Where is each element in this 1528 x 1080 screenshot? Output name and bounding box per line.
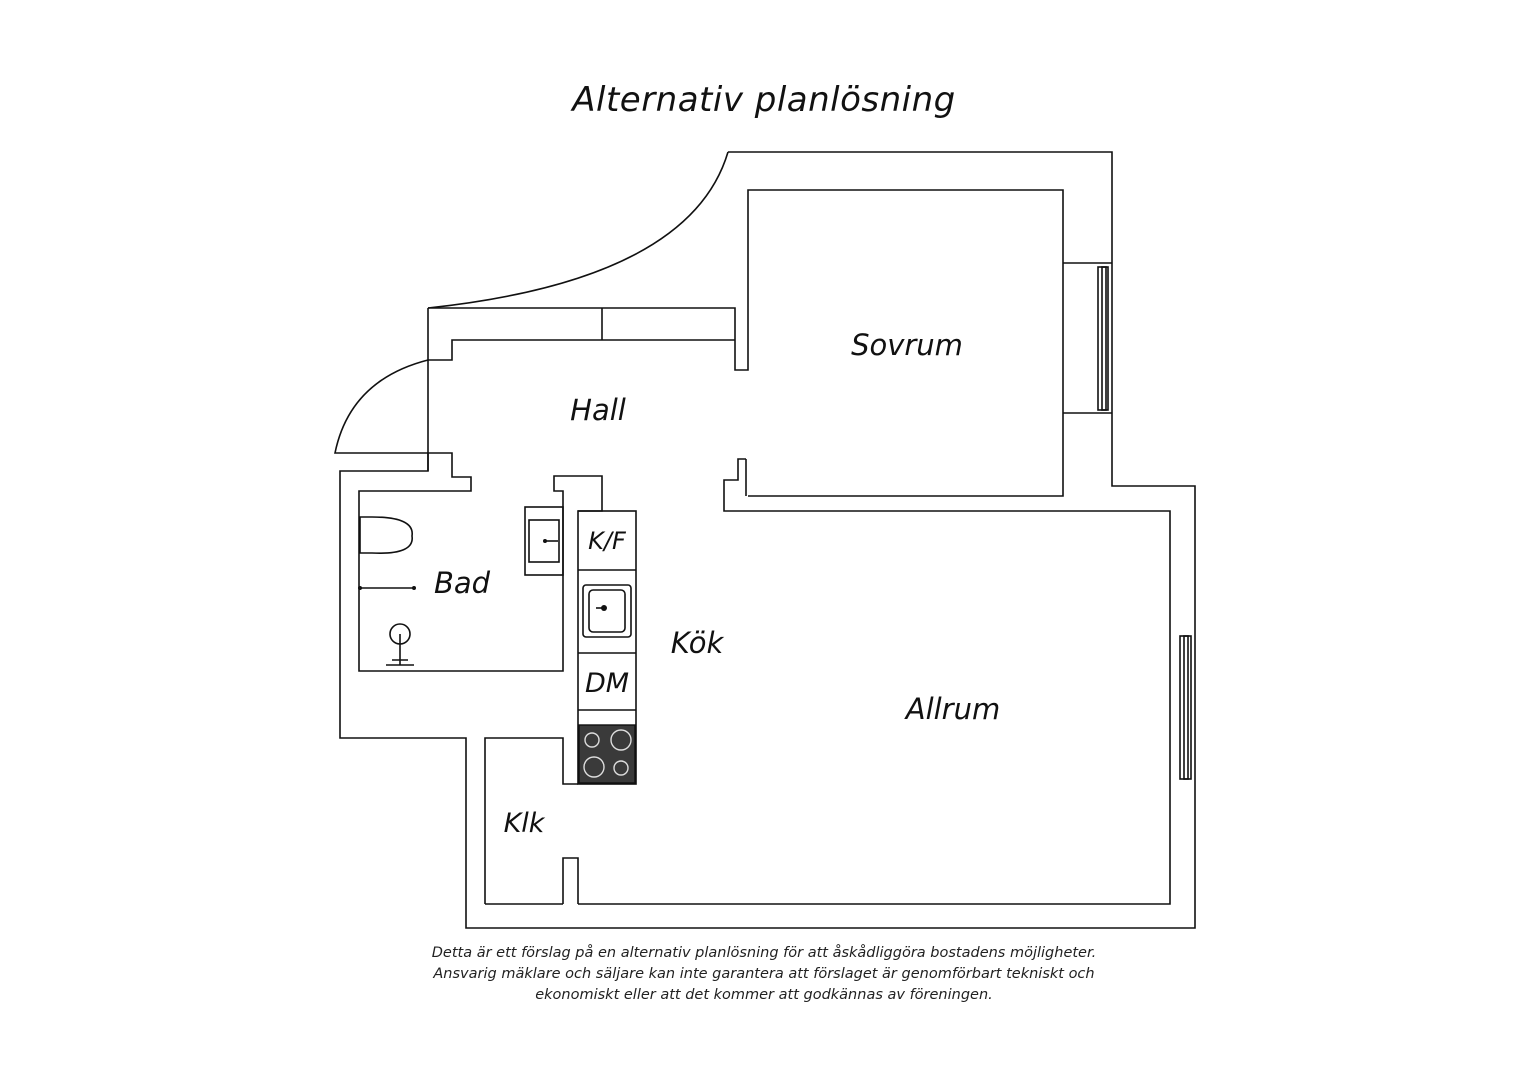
dishwasher-label: DM bbox=[585, 668, 629, 699]
bedroom-walls bbox=[428, 189, 1112, 497]
disclaimer-line: ekonomiskt eller att det kommer att godk… bbox=[535, 987, 993, 1003]
room-label-hall: Hall bbox=[570, 393, 626, 427]
bath-door-arc bbox=[334, 359, 429, 454]
fridge-freezer-label: K/F bbox=[588, 527, 627, 555]
bathroom-fixtures bbox=[358, 506, 564, 666]
room-label-bad: Bad bbox=[434, 566, 491, 600]
living-window bbox=[1179, 635, 1192, 780]
room-label-allrum: Allrum bbox=[904, 692, 1001, 726]
kitchen-counter bbox=[577, 510, 637, 785]
floor-plan-title: Alternativ planlösning bbox=[572, 80, 956, 120]
outer-walls bbox=[339, 151, 1196, 929]
disclaimer-line: Detta är ett förslag på en alternativ pl… bbox=[431, 945, 1097, 961]
main-door-arc bbox=[427, 151, 729, 309]
washbasin-icon bbox=[524, 506, 564, 576]
room-label-kok: Kök bbox=[671, 626, 725, 660]
hall-walls bbox=[358, 308, 735, 672]
disclaimer-line: Ansvarig mäklare och säljare kan inte ga… bbox=[433, 966, 1095, 982]
room-label-sovrum: Sovrum bbox=[851, 328, 963, 362]
room-label-klk: Klk bbox=[504, 808, 546, 839]
disclaimer: Detta är ett förslag på en alternativ pl… bbox=[0, 943, 1528, 1006]
windows bbox=[1097, 266, 1192, 780]
toilet-icon bbox=[359, 516, 413, 554]
door-arcs bbox=[334, 151, 729, 454]
sink-icon bbox=[582, 584, 632, 638]
